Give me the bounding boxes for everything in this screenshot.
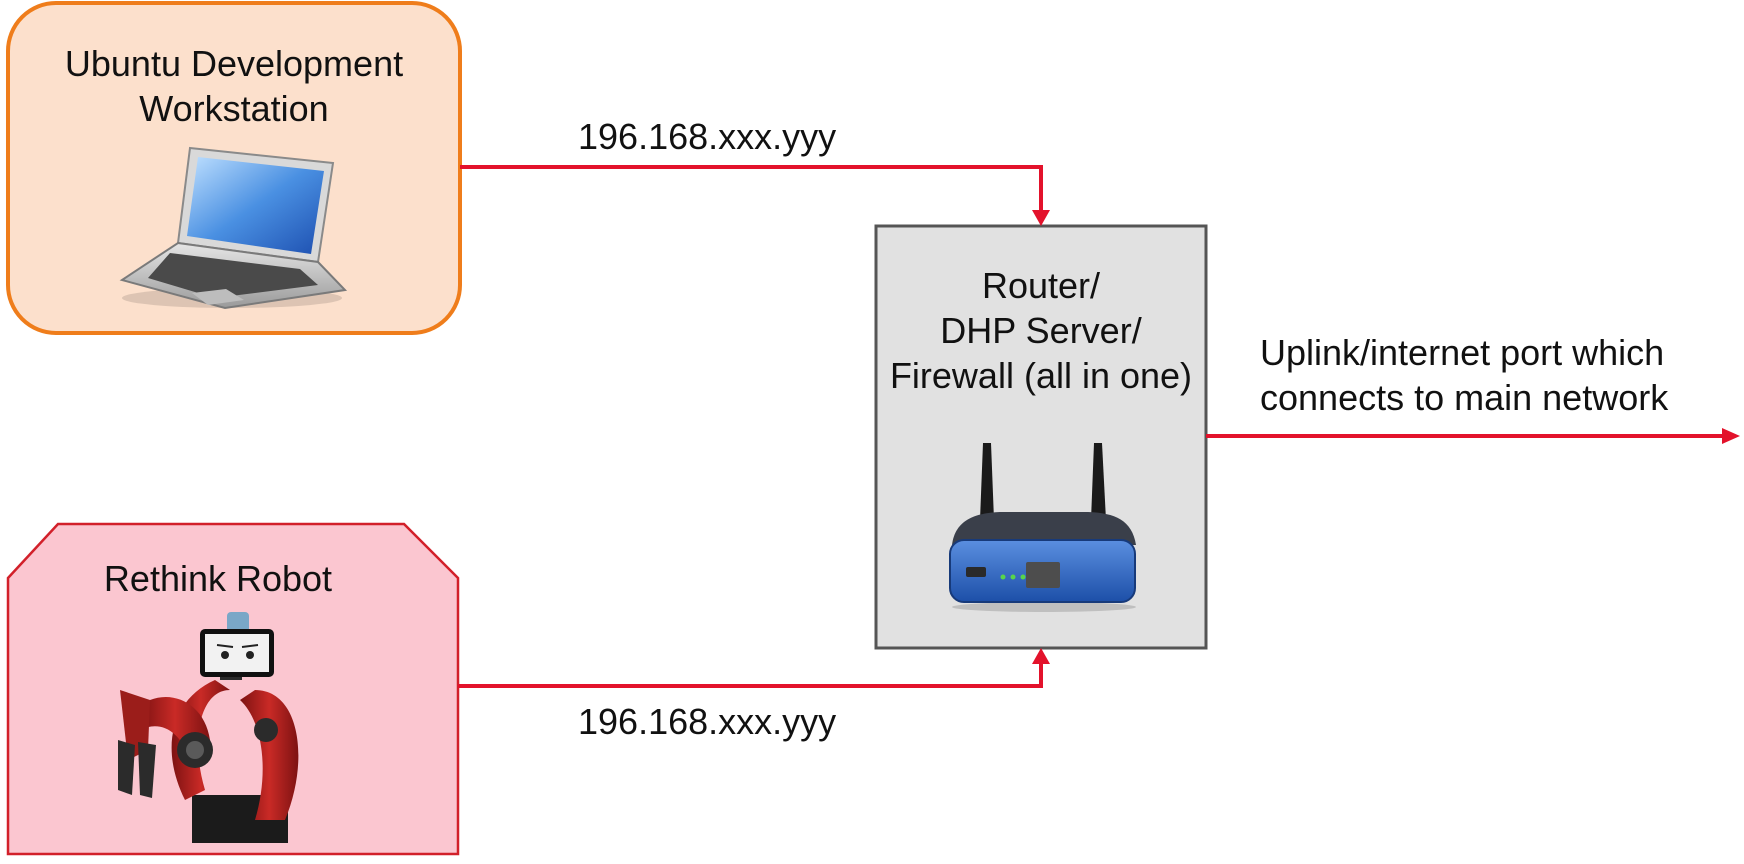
robot-icon [118,612,299,843]
workstation-title-line1: Ubuntu Development [64,43,404,84]
router-title: Router/ DHP Server/ Firewall (all in one… [876,263,1206,398]
arrowhead-right [1722,428,1740,444]
robot-ip-label: 196.168.xxx.yyy [578,701,837,742]
uplink-label: Uplink/internet port which connects to m… [1260,330,1668,420]
uplink-label-line1: Uplink/internet port which [1260,332,1665,373]
router-title-line1: Router/ [981,265,1101,306]
laptop-icon [119,146,348,310]
workstation-title-line2: Workstation [139,88,329,129]
workstation-ip-label: 196.168.xxx.yyy [578,116,837,157]
workstation-title: Ubuntu Development Workstation [8,41,460,131]
connection-line-robot [458,660,1043,688]
router-icon [949,443,1136,612]
router-title-line3: Firewall (all in one) [889,355,1193,396]
arrowhead-up [1032,648,1050,664]
robot-title: Rethink Robot [103,558,333,599]
uplink-label-line2: connects to main network [1260,377,1669,418]
connection-line-workstation [460,165,1043,214]
router-title-line2: DHP Server/ [940,310,1142,351]
arrowhead-down [1032,210,1050,226]
